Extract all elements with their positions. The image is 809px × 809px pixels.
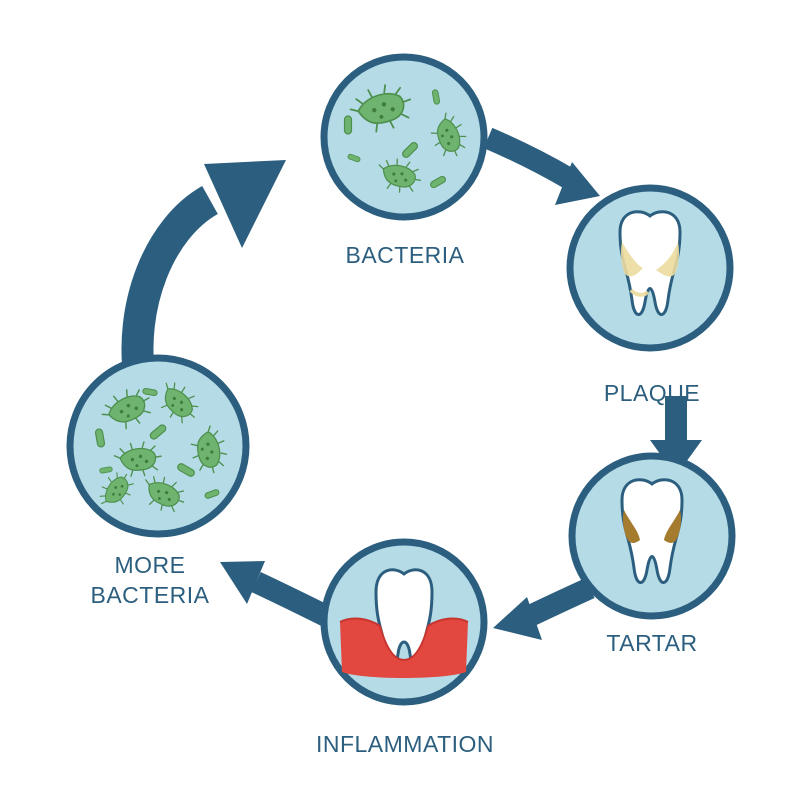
more-bacteria-label: MORE BACTERIA <box>60 550 240 610</box>
plaque-circle <box>566 184 734 352</box>
more-bacteria-label-line-1: MORE <box>114 552 186 578</box>
tartar-circle <box>568 452 736 620</box>
inflammation-circle <box>320 538 488 706</box>
bacteria-circle <box>320 53 488 221</box>
inflammation-label: INFLAMMATION <box>315 731 495 757</box>
tooth-plaque-icon <box>618 210 682 316</box>
arrow-tartar-to-inflammation <box>493 577 595 640</box>
tooth-inflamed-gum-icon <box>339 568 469 678</box>
more-bacteria-label-line-2: BACTERIA <box>90 582 210 608</box>
more-bacteria-circle <box>66 354 250 538</box>
bacteria-label: BACTERIA <box>345 242 465 268</box>
tartar-label: TARTAR <box>606 630 698 656</box>
arrow-more-bacteria-to-bacteria <box>121 160 286 385</box>
plaque-label: PLAQUE <box>603 380 701 406</box>
arrow-bacteria-to-plaque <box>483 127 600 205</box>
tooth-tartar-icon <box>620 478 684 584</box>
